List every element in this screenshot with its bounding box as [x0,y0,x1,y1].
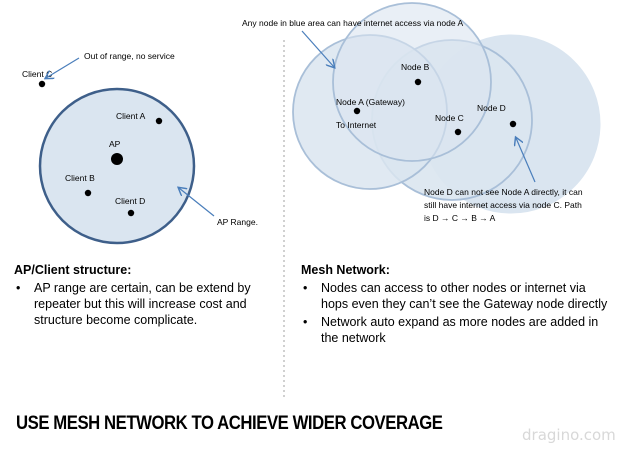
right-bullet-item: Network auto expand as more nodes are ad… [301,314,611,346]
client-c-dot [38,80,46,88]
node-a-dot [353,107,361,115]
to-internet-label: To Internet [336,120,377,130]
ap-range-label: AP Range. [217,217,258,227]
coverage-diagram: Out of range, no service Client C Client… [22,2,601,400]
out-of-range-arrow [46,57,80,78]
node-d-dot [509,120,517,128]
node-d-arrow [516,138,536,183]
node-d-note-line-3: is D → C → B → A [424,213,496,223]
node-b-range [332,2,492,162]
node-a-label: Node A (Gateway) [336,97,405,107]
left-section-title: AP/Client structure: [14,263,132,277]
client-d-dot [127,209,135,217]
client-b-label: Client B [65,173,95,183]
left-bullet-list: AP range are certain, can be extend by r… [14,280,276,330]
blue-area-note: Any node in blue area can have internet … [242,18,463,28]
client-c-label: Client C [22,69,52,79]
left-bullet-item: AP range are certain, can be extend by r… [14,280,276,328]
node-d-note-line-1: Node D can not see Node A directly, it c… [424,187,583,197]
node-c-label: Node C [435,113,464,123]
node-d-note-line-2: still have internet access via node C. P… [424,200,582,210]
ap-range-arrow [179,188,215,217]
ap-range-circle [38,87,196,245]
node-b-dot [414,78,422,86]
node-b-label: Node B [401,62,430,72]
client-a-label: Client A [116,111,146,121]
watermark: dragino.com [522,426,616,444]
node-d-label: Node D [477,103,506,113]
ap-label: AP [109,139,121,149]
ap-dot [111,153,123,165]
out-of-range-label: Out of range, no service [84,51,175,61]
footer-title: USE MESH NETWORK TO ACHIEVE WIDER COVERA… [16,413,443,434]
node-c-dot [454,128,462,136]
right-bullet-item: Nodes can access to other nodes or inter… [301,280,611,312]
right-bullet-list: Nodes can access to other nodes or inter… [301,280,611,348]
client-d-label: Client D [115,196,145,206]
client-a-dot [155,117,163,125]
right-section-title: Mesh Network: [301,263,390,277]
client-b-dot [84,189,92,197]
blue-area-arrow [301,30,334,67]
